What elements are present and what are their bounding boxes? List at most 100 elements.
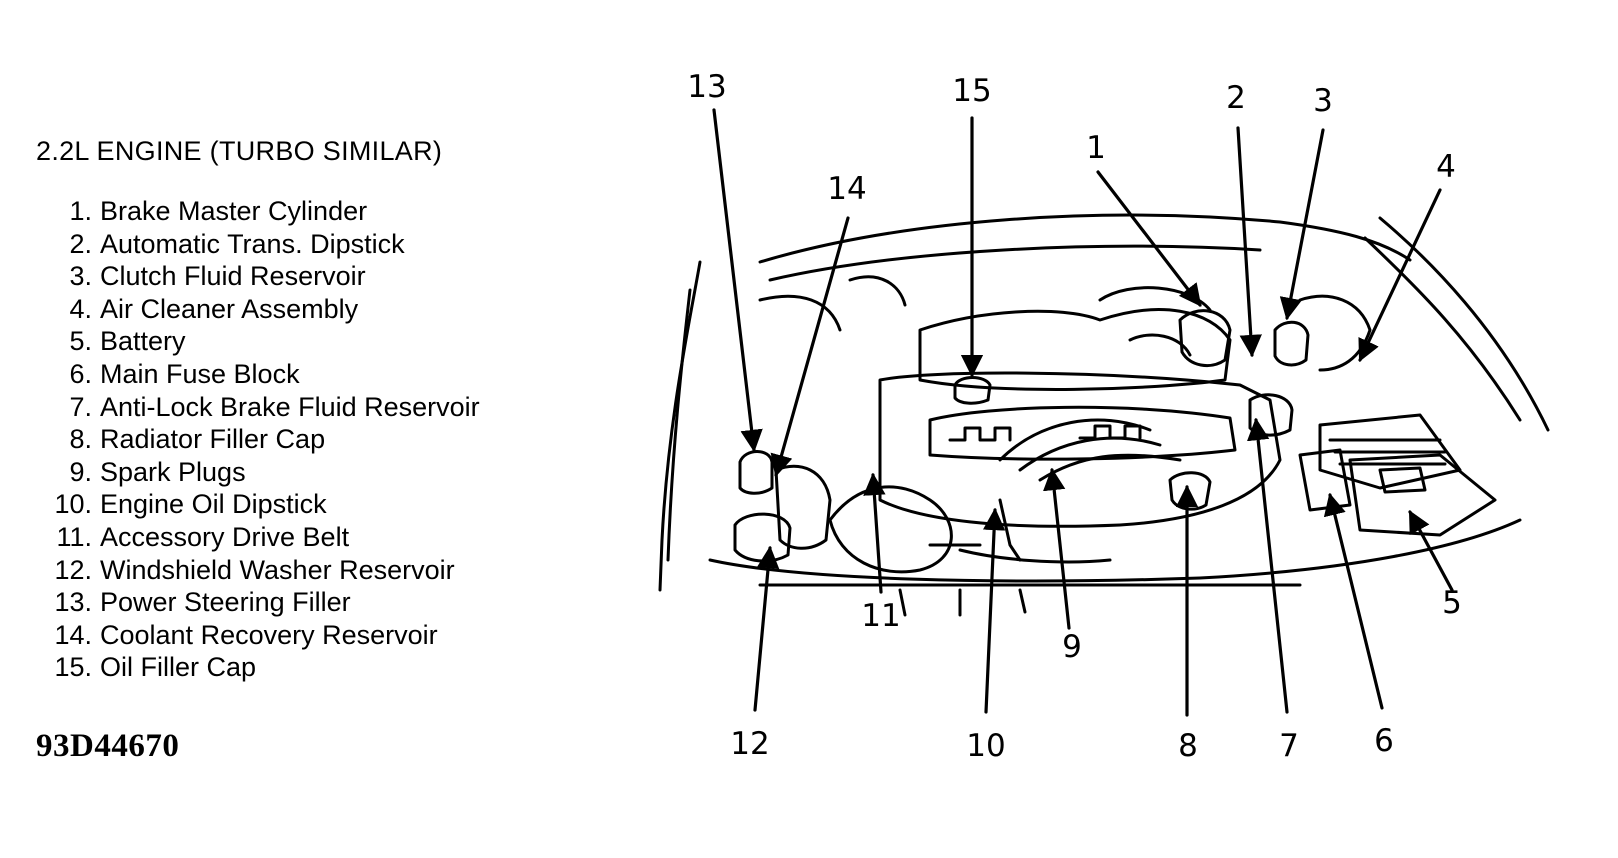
- leader-1: [1096, 170, 1202, 307]
- legend-number: 2.: [69, 228, 92, 259]
- washer-reservoir: [733, 512, 792, 563]
- legend-label: Engine Oil Dipstick: [100, 489, 327, 520]
- legend-title: 2.2L ENGINE (TURBO SIMILAR): [36, 136, 443, 166]
- leader-3: [1279, 128, 1325, 321]
- legend-number: 6.: [69, 358, 92, 389]
- callout-5: 5: [1442, 585, 1462, 621]
- legend-item-9: 9. Spark Plugs: [36, 456, 616, 489]
- left-fender-line: [658, 260, 702, 592]
- legend-number: 13.: [54, 587, 92, 618]
- legend-item-13: 13. Power Steering Filler: [36, 586, 616, 619]
- legend-item-10: 10. Engine Oil Dipstick: [36, 488, 616, 521]
- callout-15: 15: [952, 73, 991, 109]
- callout-3: 3: [1313, 83, 1333, 119]
- legend-item-12: 12. Windshield Washer Reservoir: [36, 554, 616, 587]
- leader-12: [753, 545, 780, 712]
- valve-cover: [928, 405, 1237, 461]
- brake-master-cylinder: [1178, 309, 1232, 368]
- legend-item-3: 3.Clutch Fluid Reservoir: [36, 260, 616, 293]
- leader-13: [712, 108, 763, 453]
- booster-lines: [1298, 294, 1372, 372]
- legend-item-15: 15. Oil Filler Cap: [36, 651, 616, 684]
- left-fender-line-inner: [666, 288, 692, 562]
- intake-plenum: [918, 308, 1232, 391]
- power-steering-reservoir: [738, 450, 774, 495]
- hose-upper: [758, 275, 907, 332]
- legend-item-2: 2. Automatic Trans. Dipstick: [36, 228, 616, 261]
- callout-8: 8: [1178, 728, 1198, 764]
- legend-label: Main Fuse Block: [100, 358, 300, 389]
- intake-runners: [1098, 286, 1212, 357]
- callout-6: 6: [1374, 723, 1394, 759]
- leader-10: [982, 507, 1006, 714]
- legend-number: 12.: [54, 554, 92, 585]
- legend-label: Battery: [100, 326, 186, 357]
- legend-label: Power Steering Filler: [100, 587, 351, 618]
- callout-9: 9: [1062, 629, 1082, 665]
- callout-4: 4: [1436, 149, 1456, 185]
- legend-number: 14.: [54, 619, 92, 650]
- legend-label: Brake Master Cylinder: [100, 196, 368, 226]
- legend-label: Air Cleaner Assembly: [100, 293, 359, 324]
- legend-item-5: 5. Battery: [36, 325, 616, 358]
- legend-number: 9.: [69, 456, 92, 487]
- right-fender-line: [1378, 216, 1550, 432]
- legend-label: Coolant Recovery Reservoir: [100, 619, 438, 650]
- legend-label: Windshield Washer Reservoir: [100, 554, 455, 585]
- leader-9: [1043, 467, 1071, 630]
- legend-label: Accessory Drive Belt: [100, 521, 350, 552]
- engine-compartment-diagram: 1 2 3 4 5 6 7 8 9 10 11 12 13 14 15: [658, 69, 1550, 764]
- fuse-block-box: [1298, 448, 1352, 512]
- leader-11: [863, 472, 886, 594]
- callout-10: 10: [966, 728, 1005, 764]
- callout-2: 2: [1226, 80, 1246, 116]
- callout-13: 13: [687, 69, 726, 105]
- legend-number: 10.: [54, 489, 92, 520]
- right-fender-line-inner: [1363, 236, 1522, 422]
- callout-leaders: [712, 108, 1454, 717]
- legend-panel: 2.2L ENGINE (TURBO SIMILAR) 1. Brake Mast…: [36, 136, 616, 684]
- callout-numbers: 1 2 3 4 5 6 7 8 9 10 11 12 13 14 15: [687, 69, 1462, 764]
- belt-drive: [828, 485, 953, 574]
- legend-item-11: 11. Accessory Drive Belt: [36, 521, 616, 554]
- leader-14: [770, 216, 850, 478]
- spark-plug-wires: [998, 418, 1182, 482]
- leader-7: [1246, 417, 1289, 714]
- legend-label: Anti-Lock Brake Fluid Reservoir: [100, 391, 480, 422]
- callout-12: 12: [730, 726, 769, 762]
- figure-code: 93D44670: [36, 728, 180, 764]
- battery-terminals: [1378, 466, 1427, 494]
- air-cleaner-fins: [1328, 438, 1447, 466]
- radiator-support: [708, 518, 1522, 583]
- clutch-reservoir: [1273, 320, 1310, 367]
- legend-item-6: 6. Main Fuse Block: [36, 358, 616, 391]
- legend-number: 7.: [69, 391, 92, 422]
- leader-6: [1323, 492, 1384, 710]
- battery-box: [1348, 453, 1497, 537]
- legend-item-14: 14. Coolant Recovery Reservoir: [36, 619, 616, 652]
- legend-label: Clutch Fluid Reservoir: [100, 261, 366, 292]
- callout-1: 1: [1086, 130, 1106, 166]
- cowl-outline: [758, 213, 1412, 264]
- legend-label: Oil Filler Cap: [100, 652, 257, 683]
- callout-7: 7: [1279, 728, 1299, 764]
- legend-number: 4.: [69, 293, 92, 324]
- front-lower-lines: [898, 588, 1027, 617]
- cowl-inner: [768, 244, 1262, 282]
- air-cleaner-housing: [1318, 413, 1462, 490]
- legend-number: 15.: [54, 652, 92, 683]
- engine-front-lines: [928, 543, 1112, 564]
- oil-dipstick-tube: [998, 498, 1022, 562]
- leader-4: [1358, 188, 1442, 363]
- legend-item-7: 7. Anti-Lock Brake Fluid Reservoir: [36, 391, 616, 424]
- legend-number: 1.: [69, 196, 92, 226]
- legend-label: Spark Plugs: [100, 456, 246, 487]
- radiator-neck: [1168, 471, 1212, 511]
- legend-label: Automatic Trans. Dipstick: [100, 228, 405, 259]
- legend-number: 5.: [69, 326, 92, 357]
- oil-filler-cap-shape: [953, 376, 992, 405]
- legend-item-8: 8.Radiator Filler Cap: [36, 423, 616, 456]
- leader-5: [1408, 510, 1454, 592]
- legend-list: 1. Brake Master Cylinder 2. Automatic Tran…: [36, 195, 616, 684]
- legend-number: 11.: [56, 521, 92, 552]
